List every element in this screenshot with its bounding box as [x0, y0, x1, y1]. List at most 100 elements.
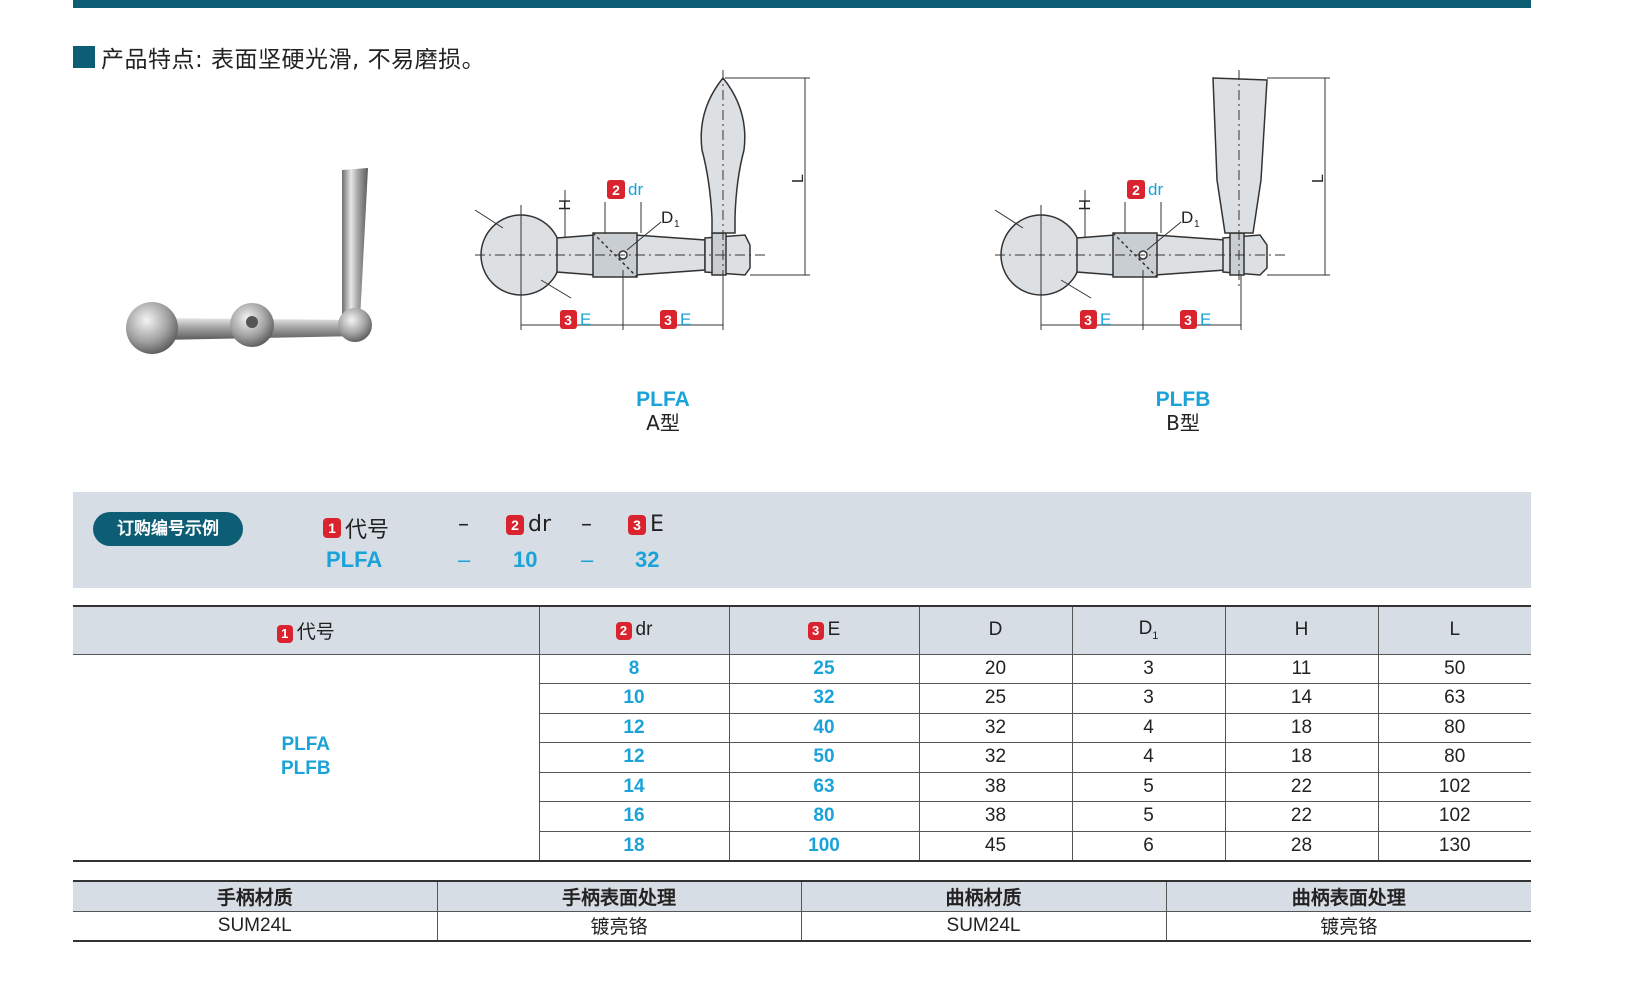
cell-d: 25 [918, 683, 1072, 714]
badge-2: 2 [506, 514, 524, 535]
order-dash: – [458, 512, 469, 537]
cell-h: 28 [1224, 831, 1378, 862]
badge-2-num: 2 [1132, 182, 1140, 198]
material-header: 曲柄表面处理 [1165, 880, 1531, 912]
cell-h: 14 [1224, 683, 1378, 714]
badge-3-num: 3 [1084, 312, 1092, 328]
dim-e-label: E [680, 310, 691, 329]
badge-2 [607, 180, 625, 199]
material-row: SUM24L 镀亮铬 SUM24L 镀亮铬 [73, 911, 1531, 942]
cell-l: 80 [1377, 713, 1531, 743]
cell-h: 11 [1224, 654, 1378, 684]
cell-dr: 18 [538, 831, 729, 862]
badge-2-num: 2 [612, 182, 620, 198]
code-value: PLFB [280, 758, 331, 779]
cell-e: 50 [728, 742, 919, 773]
dim-d1-label: D [661, 208, 673, 227]
dim-e-label: E [580, 310, 591, 329]
caption-plfa: PLFA A型 [583, 388, 743, 434]
material-value: SUM24L [73, 911, 437, 942]
cell-d: 38 [918, 801, 1072, 832]
cell-d1: 4 [1071, 742, 1225, 773]
badge-3 [1080, 310, 1097, 329]
badge-1: 1 [323, 518, 341, 538]
code-cell: PLFA PLFB [73, 654, 539, 862]
badge-3-num: 3 [1184, 312, 1192, 328]
material-header-row: 手柄材质 手柄表面处理 曲柄材质 曲柄表面处理 [73, 880, 1531, 912]
badge-3-num: 3 [564, 312, 572, 328]
cell-d1: 5 [1071, 801, 1225, 832]
col-code-label: 代号 [296, 621, 335, 643]
cell-dr: 16 [538, 801, 729, 832]
cell-h: 22 [1224, 772, 1378, 802]
cell-d: 45 [918, 831, 1072, 862]
badge-1: 1 [276, 624, 293, 643]
cell-dr: 12 [538, 742, 729, 773]
cell-d: 38 [918, 772, 1072, 802]
col-h: H [1224, 605, 1378, 655]
dim-dr-label: dr [1148, 180, 1163, 199]
dim-e-label: E [1200, 310, 1211, 329]
order-value-dr: 10 [513, 547, 538, 572]
cell-e: 80 [728, 801, 919, 832]
cell-dr: 10 [538, 683, 729, 714]
cell-e: 100 [728, 831, 919, 862]
cell-e: 40 [728, 713, 919, 743]
feature-text: 产品特点: 表面坚硬光滑, 不易磨损。 [101, 47, 486, 73]
dim-d1-sub: 1 [674, 219, 680, 230]
dim-d1-label: D [1181, 208, 1193, 227]
order-value-code: PLFA [326, 547, 383, 572]
cell-l: 102 [1377, 772, 1531, 802]
caption-plfb: PLFB B型 [1103, 388, 1263, 434]
order-example-label: 订购编号示例 [93, 512, 243, 546]
order-head-dr: 2 dr [506, 512, 551, 537]
dim-l-label: L [790, 174, 807, 183]
order-dash: – [458, 547, 471, 572]
bullet-square [73, 46, 95, 68]
material-value: 镀亮铬 [436, 911, 801, 942]
col-l: L [1377, 605, 1531, 655]
badge-3: 3 [807, 622, 824, 641]
col-d1: D1 [1071, 605, 1225, 655]
material-value: 镀亮铬 [1165, 911, 1531, 942]
cell-d: 32 [918, 742, 1072, 773]
badge-3: 3 [628, 514, 646, 535]
dim-e-label: E [1100, 310, 1111, 329]
order-head-dr-text: dr [528, 512, 552, 537]
cell-l: 50 [1377, 654, 1531, 684]
dim-l-label: L [1310, 174, 1327, 183]
cell-h: 22 [1224, 801, 1378, 832]
order-head-code: 1 代号 [323, 512, 389, 544]
col-dr-label: dr [635, 619, 653, 641]
order-head-e: 3 E [628, 512, 664, 537]
col-d1-sub: 1 [1152, 630, 1159, 643]
col-d: D [918, 605, 1072, 655]
caption-plfb-code: PLFB [1155, 388, 1211, 411]
dim-h-label: H [555, 199, 572, 211]
order-head-code-text: 代号 [345, 518, 390, 543]
cell-d1: 3 [1071, 654, 1225, 684]
material-header: 曲柄材质 [800, 880, 1166, 912]
dim-d1-sub: 1 [1194, 219, 1200, 230]
badge-3-num: 3 [664, 312, 672, 328]
dim-h-label: H [1075, 199, 1092, 211]
cell-d1: 6 [1071, 831, 1225, 862]
cell-l: 63 [1377, 683, 1531, 714]
order-dash: – [581, 512, 592, 537]
cell-d1: 3 [1071, 683, 1225, 714]
order-dash: – [581, 547, 594, 572]
code-value: PLFA [281, 734, 331, 755]
cell-l: 102 [1377, 801, 1531, 832]
cell-dr: 12 [538, 713, 729, 743]
